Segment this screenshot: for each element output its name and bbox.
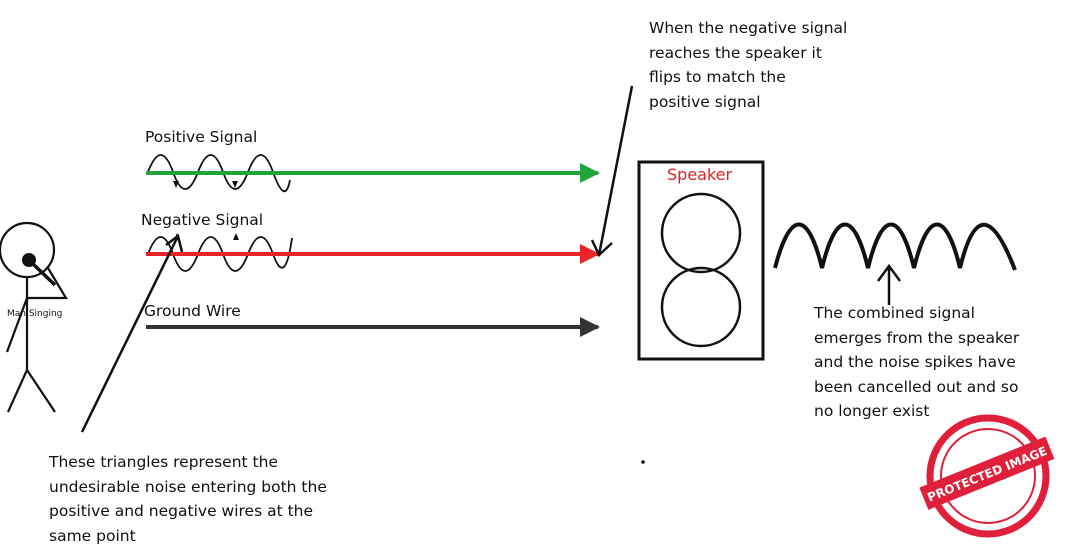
speaker-label: Speaker — [667, 165, 733, 184]
pointer-arrow-to-wave — [876, 263, 902, 305]
note-line: positive signal — [649, 92, 761, 111]
right-arm — [27, 267, 68, 300]
man-singing-label: Man Singing — [7, 309, 63, 319]
speaker-cone-upper — [660, 192, 742, 274]
note-line: When the negative signal — [649, 19, 848, 37]
right-leg — [26, 369, 56, 413]
note-line: emerges from the speaker — [814, 328, 1020, 347]
note-line: been cancelled out and so — [814, 377, 1019, 396]
note-line: same point — [49, 526, 136, 545]
left-arm — [5, 297, 29, 353]
left-leg — [6, 369, 29, 413]
head — [0, 221, 56, 279]
negative-noise-triangle — [233, 233, 239, 240]
note-line: These triangles represent the — [49, 453, 278, 471]
ground-wire-label: Ground Wire — [144, 302, 241, 320]
speaker-box — [637, 160, 765, 361]
note-line: and the noise spikes have — [814, 353, 1016, 371]
positive-noise-triangle — [173, 181, 179, 188]
combined-output-wave-clean — [773, 222, 1017, 271]
man-singing-figure — [0, 221, 68, 413]
note-line: no longer exist — [814, 402, 930, 420]
triangles-explanation-note: These triangles represent the undesirabl… — [49, 450, 327, 548]
note-line: positive and negative wires at the — [49, 502, 314, 520]
speaker-cone-lower — [660, 266, 742, 348]
microphone-icon — [22, 253, 57, 287]
pointer-arrow-to-speaker — [590, 85, 634, 258]
positive-noise-triangle — [232, 181, 238, 188]
pointer-arrow-to-triangle — [80, 233, 184, 433]
flip-explanation-note: When the negative signal reaches the spe… — [649, 16, 847, 114]
note-line: undesirable noise entering both the — [49, 477, 327, 496]
combined-signal-note: The combined signal emerges from the spe… — [814, 301, 1019, 424]
negative-signal-label: Negative Signal — [141, 211, 264, 229]
note-line: reaches the speaker it — [649, 43, 822, 62]
positive-signal-label: Positive Signal — [145, 128, 258, 146]
stray-dot — [641, 460, 645, 464]
note-line: flips to match the — [649, 68, 786, 86]
note-line: The combined signal — [814, 304, 975, 322]
